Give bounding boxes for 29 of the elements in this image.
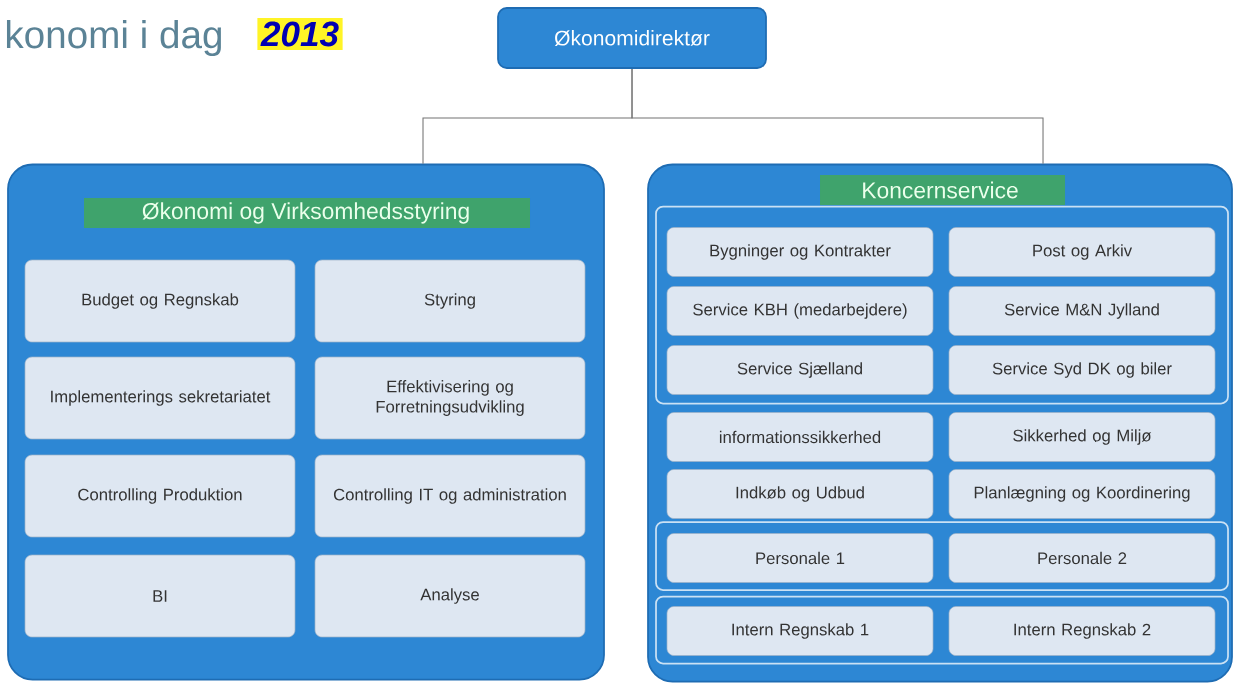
group-frame bbox=[655, 205, 1229, 405]
unit-box: Post og Arkiv bbox=[948, 227, 1216, 277]
director-box: Økonomidirektør bbox=[497, 7, 767, 69]
unit-box: Service Syd DK og biler bbox=[948, 345, 1216, 395]
unit-box: Sikkerhed og Miljø bbox=[948, 412, 1216, 462]
unit-box: Controlling IT og administration bbox=[314, 454, 586, 538]
unit-box: informationssikkerhed bbox=[666, 412, 934, 462]
unit-box: Controlling Produktion bbox=[24, 454, 296, 538]
unit-box: Bygninger og Kontrakter bbox=[666, 227, 934, 277]
group-frame bbox=[655, 521, 1229, 591]
unit-box: Intern Regnskab 2 bbox=[948, 606, 1216, 656]
unit-box: Intern Regnskab 1 bbox=[666, 606, 934, 656]
unit-box: Service Sjælland bbox=[666, 345, 934, 395]
unit-box: Analyse bbox=[314, 554, 586, 638]
unit-box: Personale 1 bbox=[666, 533, 934, 583]
group-frame bbox=[655, 595, 1229, 665]
connector-line bbox=[631, 68, 1044, 165]
title: konomi i dag bbox=[6, 19, 221, 56]
unit-box: Service M&N Jylland bbox=[948, 286, 1216, 336]
unit-box: Styring bbox=[314, 259, 586, 343]
unit-box: Planlægning og Koordinering bbox=[948, 469, 1216, 519]
unit-box: Budget og Regnskab bbox=[24, 259, 296, 343]
unit-box: Effektivisering og Forretningsudvikling bbox=[314, 356, 586, 440]
unit-box: Service KBH (medarbejdere) bbox=[666, 286, 934, 336]
handwritten-year: 2013 bbox=[257, 18, 343, 50]
unit-box: Indkøb og Udbud bbox=[666, 469, 934, 519]
unit-box: BI bbox=[24, 554, 296, 638]
unit-box: Implementerings sekretariatet bbox=[24, 356, 296, 440]
unit-box: Personale 2 bbox=[948, 533, 1216, 583]
